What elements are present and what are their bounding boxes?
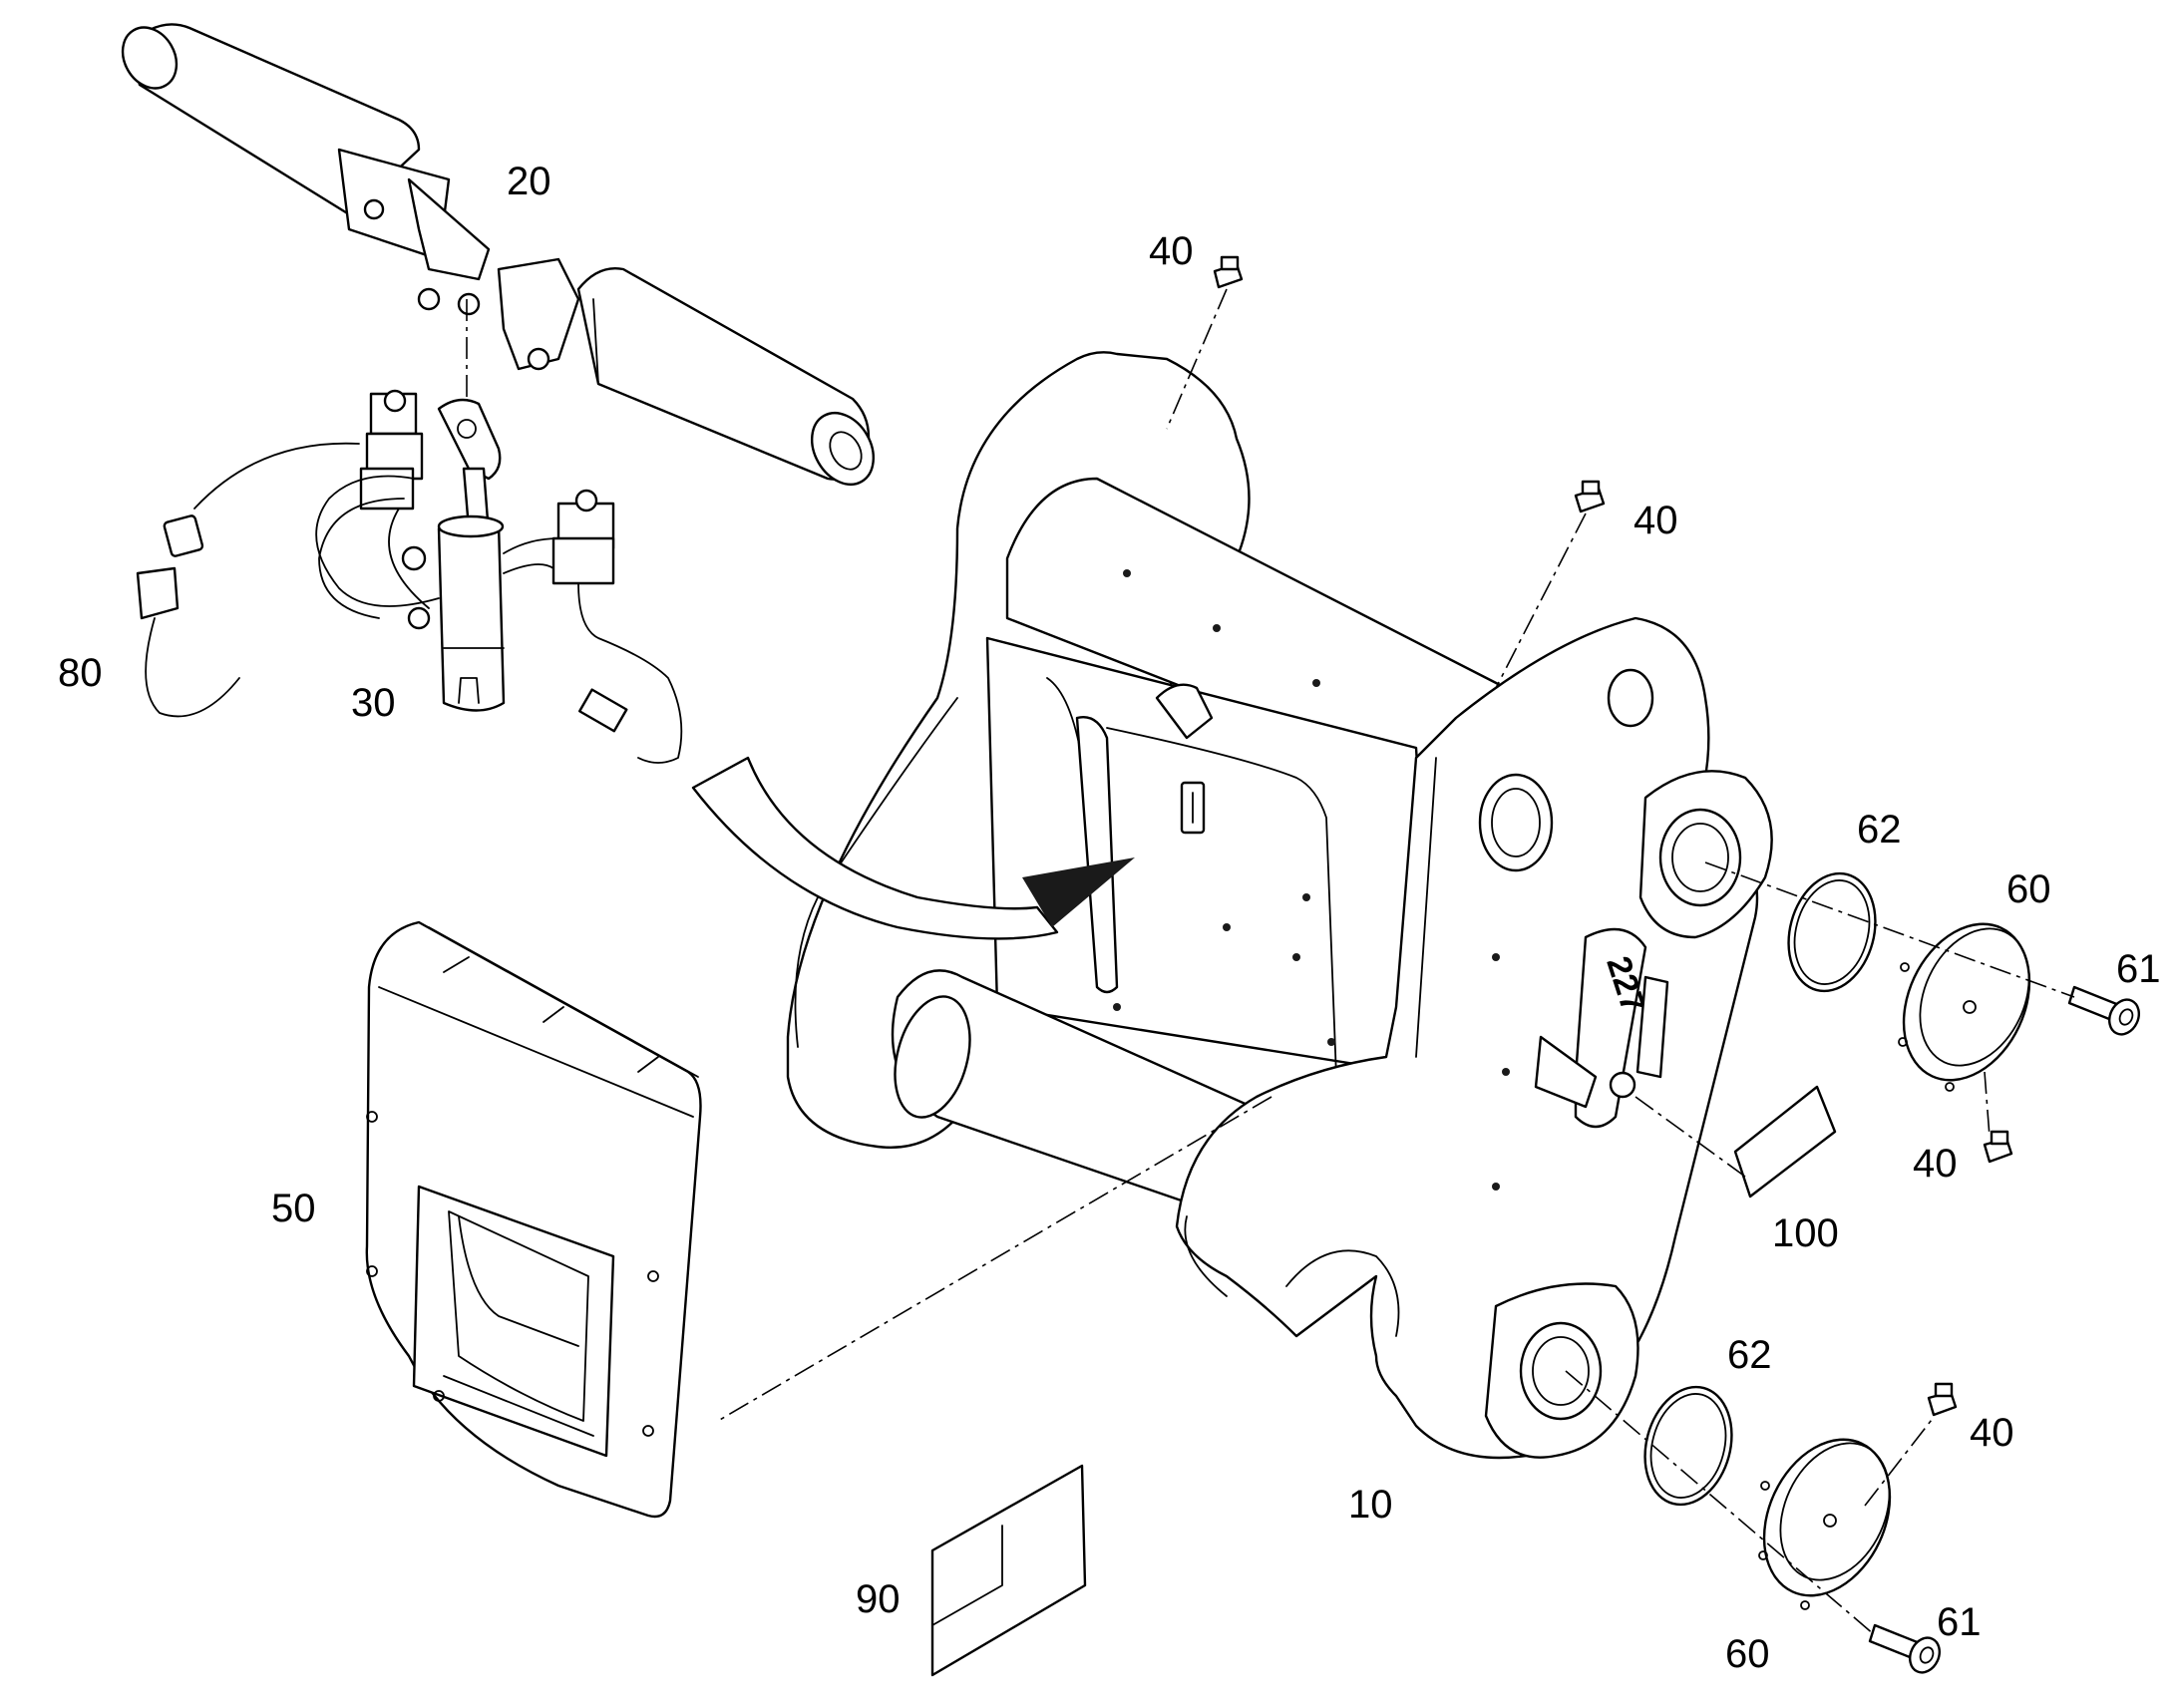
- callout-40-top: 40: [1149, 229, 1194, 273]
- part-40-grease-nipple-d: [1927, 1382, 1958, 1417]
- callout-62-upper: 62: [1857, 808, 1902, 852]
- part-80-cable-connector: [136, 442, 360, 718]
- callout-50: 50: [271, 1187, 316, 1230]
- part-20-hydraulic-cylinder: [121, 23, 876, 486]
- callout-90: 90: [856, 1577, 901, 1621]
- part-60-cover-disc-lower: [1758, 1438, 1892, 1610]
- callout-61-upper: 61: [2116, 947, 2161, 991]
- callout-60-upper: 60: [2006, 867, 2051, 911]
- part-30-valve-block: [315, 389, 683, 764]
- part-62-o-ring-upper: [1787, 871, 1877, 993]
- callout-labels: 20 40 40 80 30 62 60 61 40 50 100 62 40 …: [58, 160, 2161, 1676]
- callout-61-lower: 61: [1937, 1600, 1982, 1644]
- part-40-grease-nipple-a: [1213, 255, 1244, 289]
- callout-62-lower: 62: [1727, 1333, 1772, 1377]
- callout-10: 10: [1348, 1483, 1393, 1527]
- part-40-grease-nipple-c: [1983, 1130, 2013, 1164]
- part-61-bolt-lower: [1868, 1623, 1941, 1674]
- part-100-label: [1733, 1085, 1837, 1198]
- flow-arrow: [691, 756, 1135, 940]
- callout-40-right-middle: 40: [1913, 1142, 1958, 1186]
- part-10-main-frame: 227: [786, 351, 1773, 1460]
- part-62-o-ring-lower: [1643, 1385, 1733, 1507]
- part-61-bolt-upper: [2067, 985, 2140, 1036]
- part-90-label-sheet: [930, 1464, 1087, 1677]
- assembly-leader-lines: [466, 288, 2075, 1636]
- part-50-cover-plate: [365, 920, 702, 1519]
- callout-100: 100: [1772, 1211, 1839, 1255]
- part-60-cover-disc-upper: [1898, 922, 2031, 1092]
- callout-40-right-lower: 40: [1970, 1411, 2014, 1455]
- callout-20: 20: [507, 160, 551, 203]
- callout-40-right-upper: 40: [1634, 499, 1678, 542]
- callout-60-lower: 60: [1725, 1632, 1770, 1676]
- part-40-grease-nipple-b: [1574, 480, 1606, 513]
- callout-30: 30: [351, 681, 396, 725]
- callout-80: 80: [58, 651, 103, 695]
